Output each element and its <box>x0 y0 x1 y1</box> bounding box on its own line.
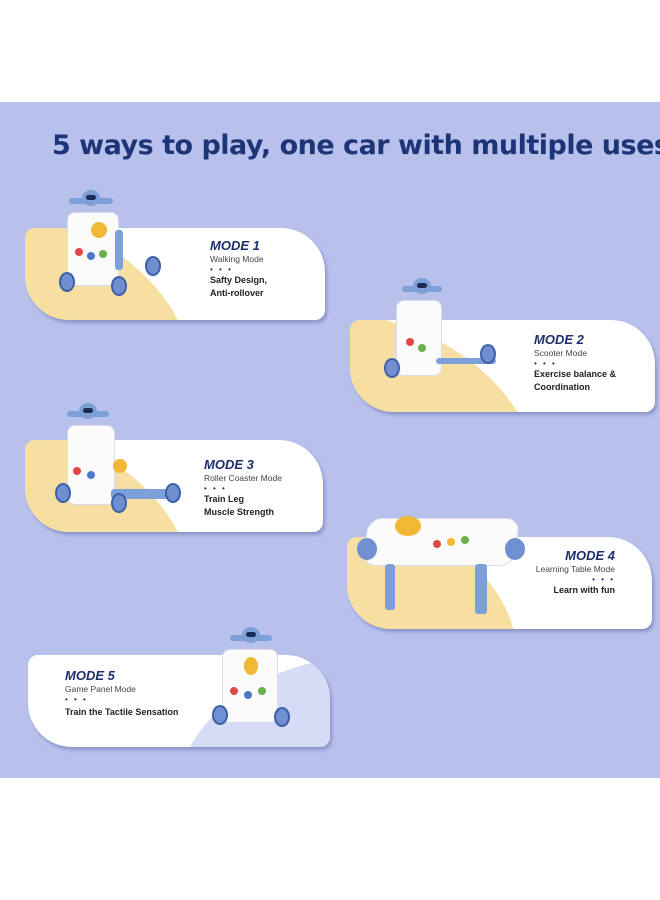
dots: • • • <box>65 695 88 704</box>
scooter-toy-image <box>380 278 500 388</box>
mode-5-text: MODE 5 Game Panel Mode • • • Train the T… <box>65 668 178 719</box>
page-title: 5 ways to play, one car with multiple us… <box>52 130 660 161</box>
mode-desc: Train the Tactile Sensation <box>65 707 179 717</box>
walker-toy-image <box>55 190 165 300</box>
mode-name: Game Panel Mode <box>65 684 136 694</box>
dots: • • • <box>592 575 615 584</box>
mode-3-text: MODE 3 Roller Coaster Mode • • • Train L… <box>204 457 282 519</box>
mode-label: MODE 3 <box>204 457 254 472</box>
mode-card-2 <box>350 320 655 412</box>
mode-name: Scooter Mode <box>534 348 587 358</box>
game-panel-toy-image <box>212 627 292 727</box>
mode-card-5 <box>28 655 330 747</box>
mode-label: MODE 1 <box>210 238 260 253</box>
dots: • • • <box>534 359 557 368</box>
mode-label: MODE 2 <box>534 332 584 347</box>
mode-desc: Coordination <box>534 382 590 392</box>
mode-name: Learning Table Mode <box>535 564 615 574</box>
roller-coaster-toy-image <box>55 403 185 518</box>
mode-desc: Anti-rollover <box>210 288 264 298</box>
mode-desc: Learn with fun <box>553 585 616 595</box>
mode-desc: Safty Design, <box>210 275 268 285</box>
mode-4-text: MODE 4 Learning Table Mode • • • Learn w… <box>480 548 615 597</box>
mode-label: MODE 4 <box>565 548 615 563</box>
mode-name: Walking Mode <box>210 254 264 264</box>
dots: • • • <box>210 265 233 274</box>
learning-table-toy-image <box>355 508 525 618</box>
mode-desc: Exercise balance & <box>534 369 617 379</box>
mode-desc: Train Leg <box>204 494 245 504</box>
mode-2-text: MODE 2 Scooter Mode • • • Exercise balan… <box>534 332 616 394</box>
mode-label: MODE 5 <box>65 668 115 683</box>
dots: • • • <box>204 484 227 493</box>
mode-1-text: MODE 1 Walking Mode • • • Safty Design, … <box>210 238 267 300</box>
mode-desc: Muscle Strength <box>204 507 275 517</box>
mode-name: Roller Coaster Mode <box>204 473 282 483</box>
